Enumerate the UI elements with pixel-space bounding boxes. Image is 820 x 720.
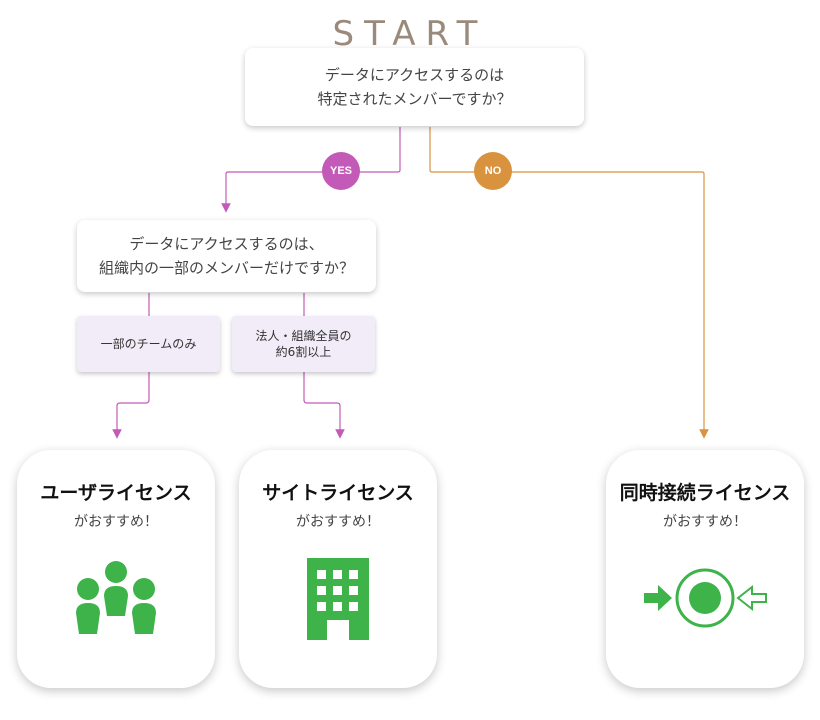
question-2-line2: 組織内の一部のメンバーだけですか？ — [98, 259, 354, 277]
site-license-subtitle: がおすすめ！ — [296, 514, 380, 530]
answer-some-teams-label: 一部のチームのみ — [100, 337, 197, 351]
site-license-card: サイトライセンス がおすすめ！ — [239, 450, 437, 688]
question-2-line1: データにアクセスするのは、 — [129, 235, 324, 253]
building-icon — [239, 558, 437, 640]
concurrent-access-icon — [606, 566, 804, 630]
user-license-card: ユーザライセンス がおすすめ！ — [17, 450, 215, 688]
question-2-box: データにアクセスするのは、 組織内の一部のメンバーだけですか？ — [77, 220, 376, 292]
answer-some-teams: 一部のチームのみ — [77, 316, 220, 372]
answer-whole-org: 法人・組織全員の 約6割以上 — [232, 316, 375, 372]
yes-badge: YES — [322, 152, 360, 190]
no-connector — [429, 127, 709, 439]
answer1-to-user-card — [112, 372, 150, 439]
user-license-subtitle: がおすすめ！ — [74, 514, 158, 530]
site-license-title: サイトライセンス — [262, 482, 414, 504]
answer-whole-org-line1: 法人・組織全員の — [255, 329, 352, 343]
start-label: START — [332, 14, 488, 54]
concurrent-license-subtitle: がおすすめ！ — [663, 514, 747, 530]
answer2-to-site-card — [303, 372, 345, 439]
concurrent-license-card: 同時接続ライセンス がおすすめ！ — [606, 450, 804, 688]
question-1-line2: 特定されたメンバーですか？ — [317, 90, 512, 108]
question-1-box: データにアクセスするのは 特定されたメンバーですか？ — [245, 48, 584, 126]
user-license-title: ユーザライセンス — [40, 482, 192, 504]
users-icon — [17, 560, 215, 636]
question-1-line1: データにアクセスするのは — [324, 66, 505, 84]
no-badge: NO — [474, 152, 512, 190]
yes-connector — [221, 127, 401, 213]
answer-whole-org-line2: 約6割以上 — [275, 345, 332, 359]
concurrent-license-title: 同時接続ライセンス — [619, 482, 791, 504]
